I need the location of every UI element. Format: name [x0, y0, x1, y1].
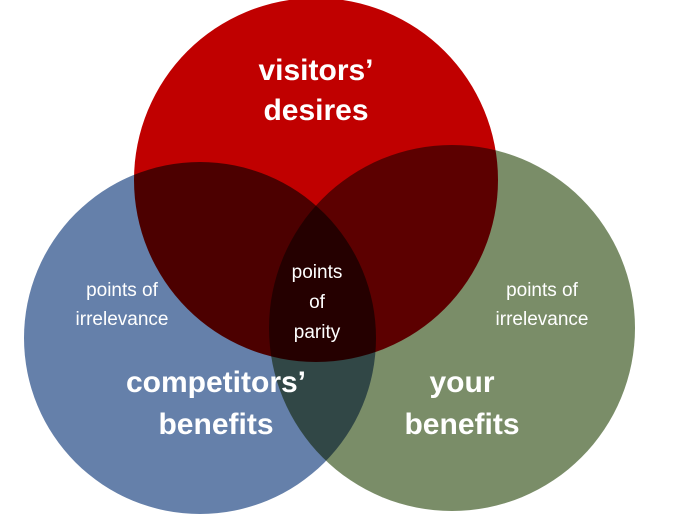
right-irrelevance-line2: irrelevance	[496, 309, 589, 330]
right-irrelevance-line1: points of	[506, 280, 579, 301]
competitors-label-line1: competitors’	[126, 366, 306, 399]
visitors-label-line1: visitors’	[258, 54, 373, 87]
your-benefits-circle	[269, 145, 635, 511]
visitors-label-line2: desires	[263, 94, 368, 127]
your-label-line2: benefits	[404, 408, 519, 441]
left-irrelevance-line2: irrelevance	[76, 309, 169, 330]
left-irrelevance-line1: points of	[86, 280, 159, 301]
parity-line2: of	[309, 292, 326, 313]
parity-line1: points	[292, 262, 343, 283]
your-label-line1: your	[429, 366, 494, 399]
competitors-label-line2: benefits	[158, 408, 273, 441]
parity-line3: parity	[294, 322, 341, 343]
